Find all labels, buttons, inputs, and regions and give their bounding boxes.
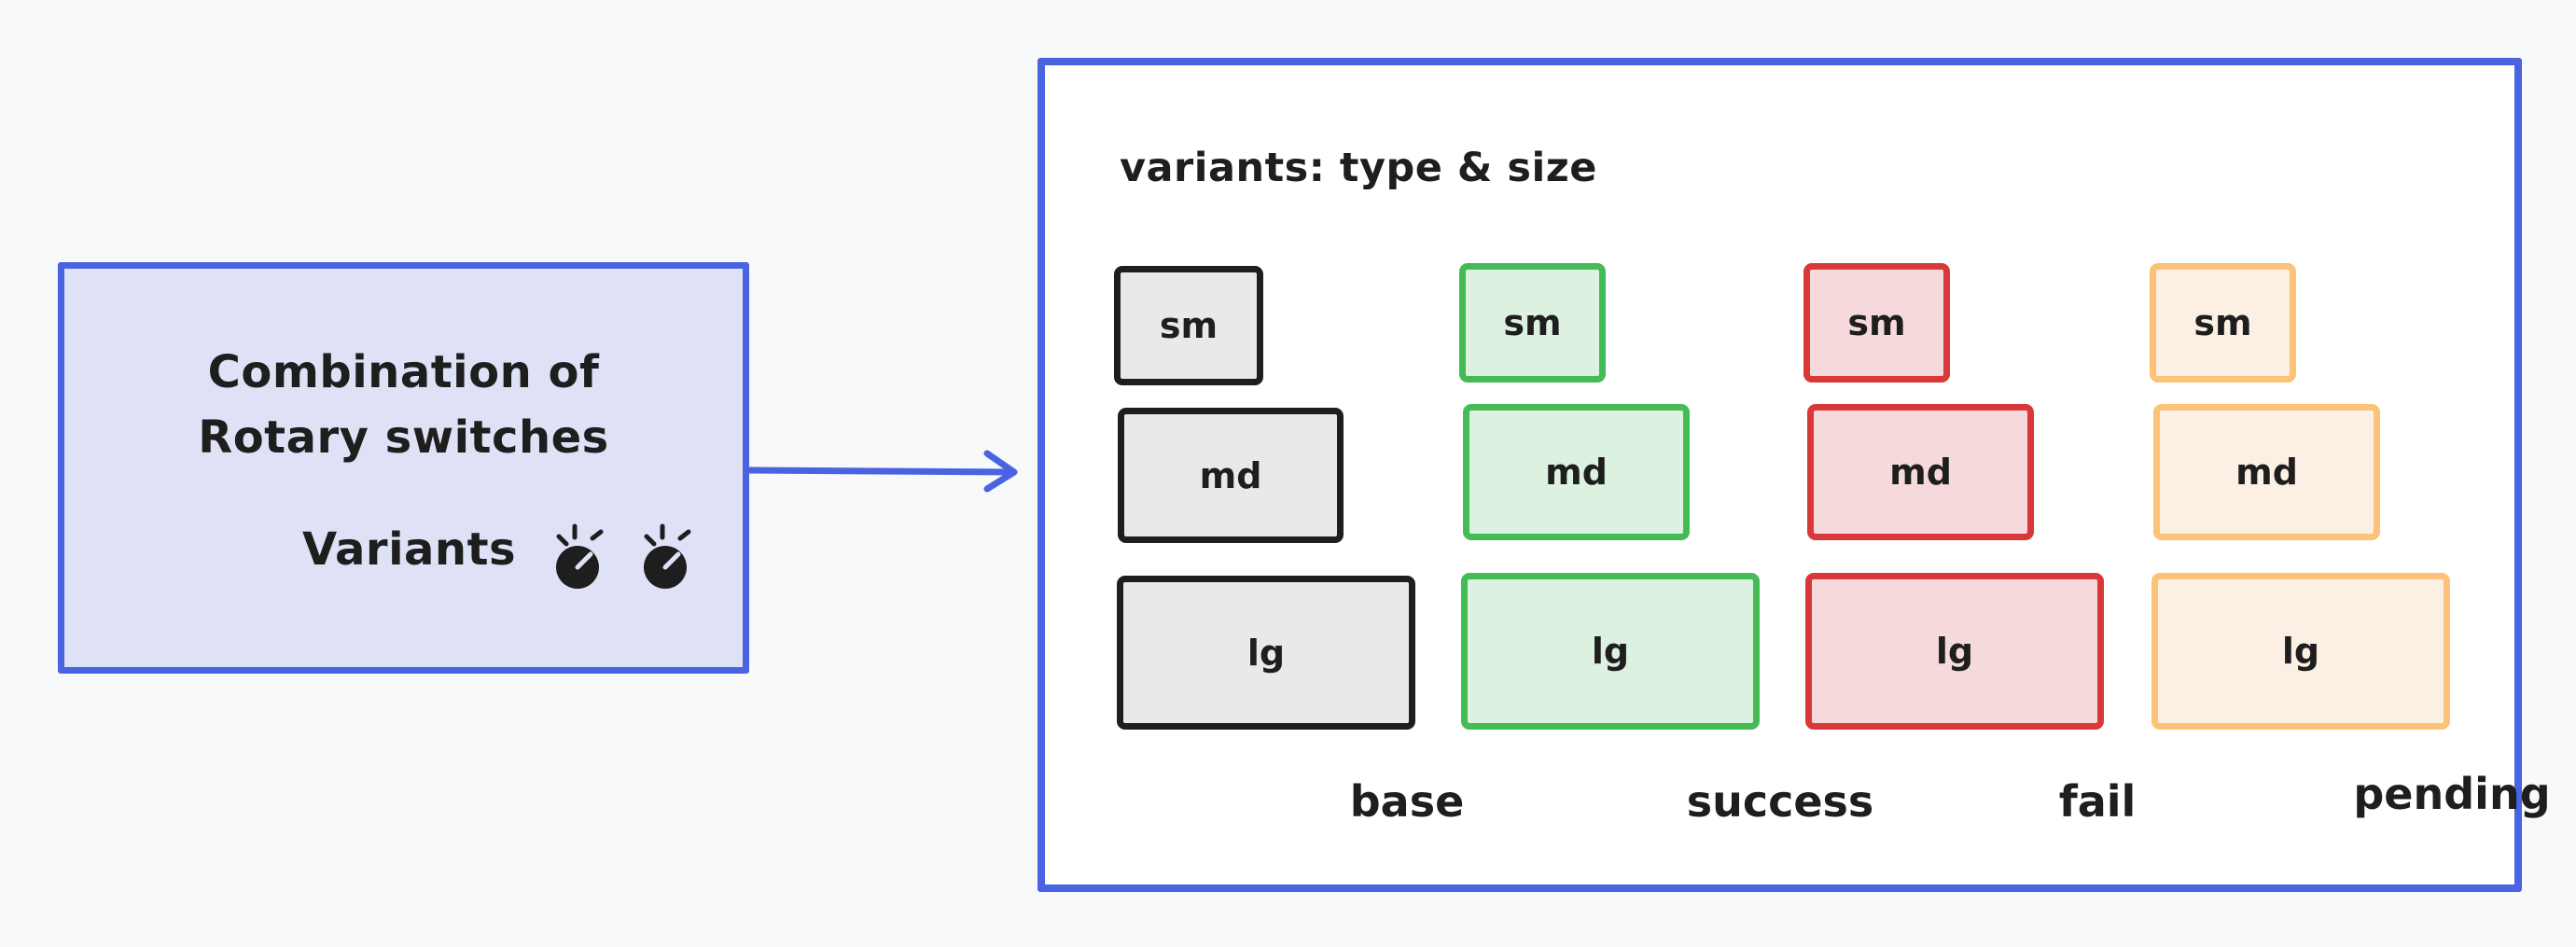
fail-lg-variant: lg <box>1805 573 2104 730</box>
variants-frame: variants: type & size sm md lg sm md lg … <box>1037 58 2551 892</box>
column-label-pending: pending <box>2353 769 2551 819</box>
pending-md-variant: md <box>2153 404 2380 540</box>
rotary-knob-icon <box>556 523 604 589</box>
combination-title-line1: Combination of <box>207 346 600 398</box>
success-lg-variant: lg <box>1461 573 1760 730</box>
pending-lg-variant: lg <box>2151 573 2450 730</box>
base-sm-variant: sm <box>1114 266 1263 385</box>
fail-md-variant: md <box>1807 404 2034 540</box>
frame-title: variants: type & size <box>1120 145 1597 191</box>
column-label-base: base <box>1349 776 1465 827</box>
variants-label: Variants <box>302 523 517 576</box>
rotary-knob-icon <box>644 523 691 589</box>
combination-title-line2: Rotary switches <box>198 411 609 464</box>
combination-box: Combination of Rotary switches Variants <box>58 262 749 674</box>
success-sm-variant: sm <box>1459 263 1606 383</box>
fail-sm-variant: sm <box>1803 263 1950 383</box>
success-md-variant: md <box>1463 404 1690 540</box>
pending-sm-variant: sm <box>2150 263 2296 383</box>
base-md-variant: md <box>1118 408 1344 543</box>
base-lg-variant: lg <box>1117 576 1415 730</box>
column-label-fail: fail <box>2058 776 2137 827</box>
column-label-success: success <box>1686 776 1874 827</box>
